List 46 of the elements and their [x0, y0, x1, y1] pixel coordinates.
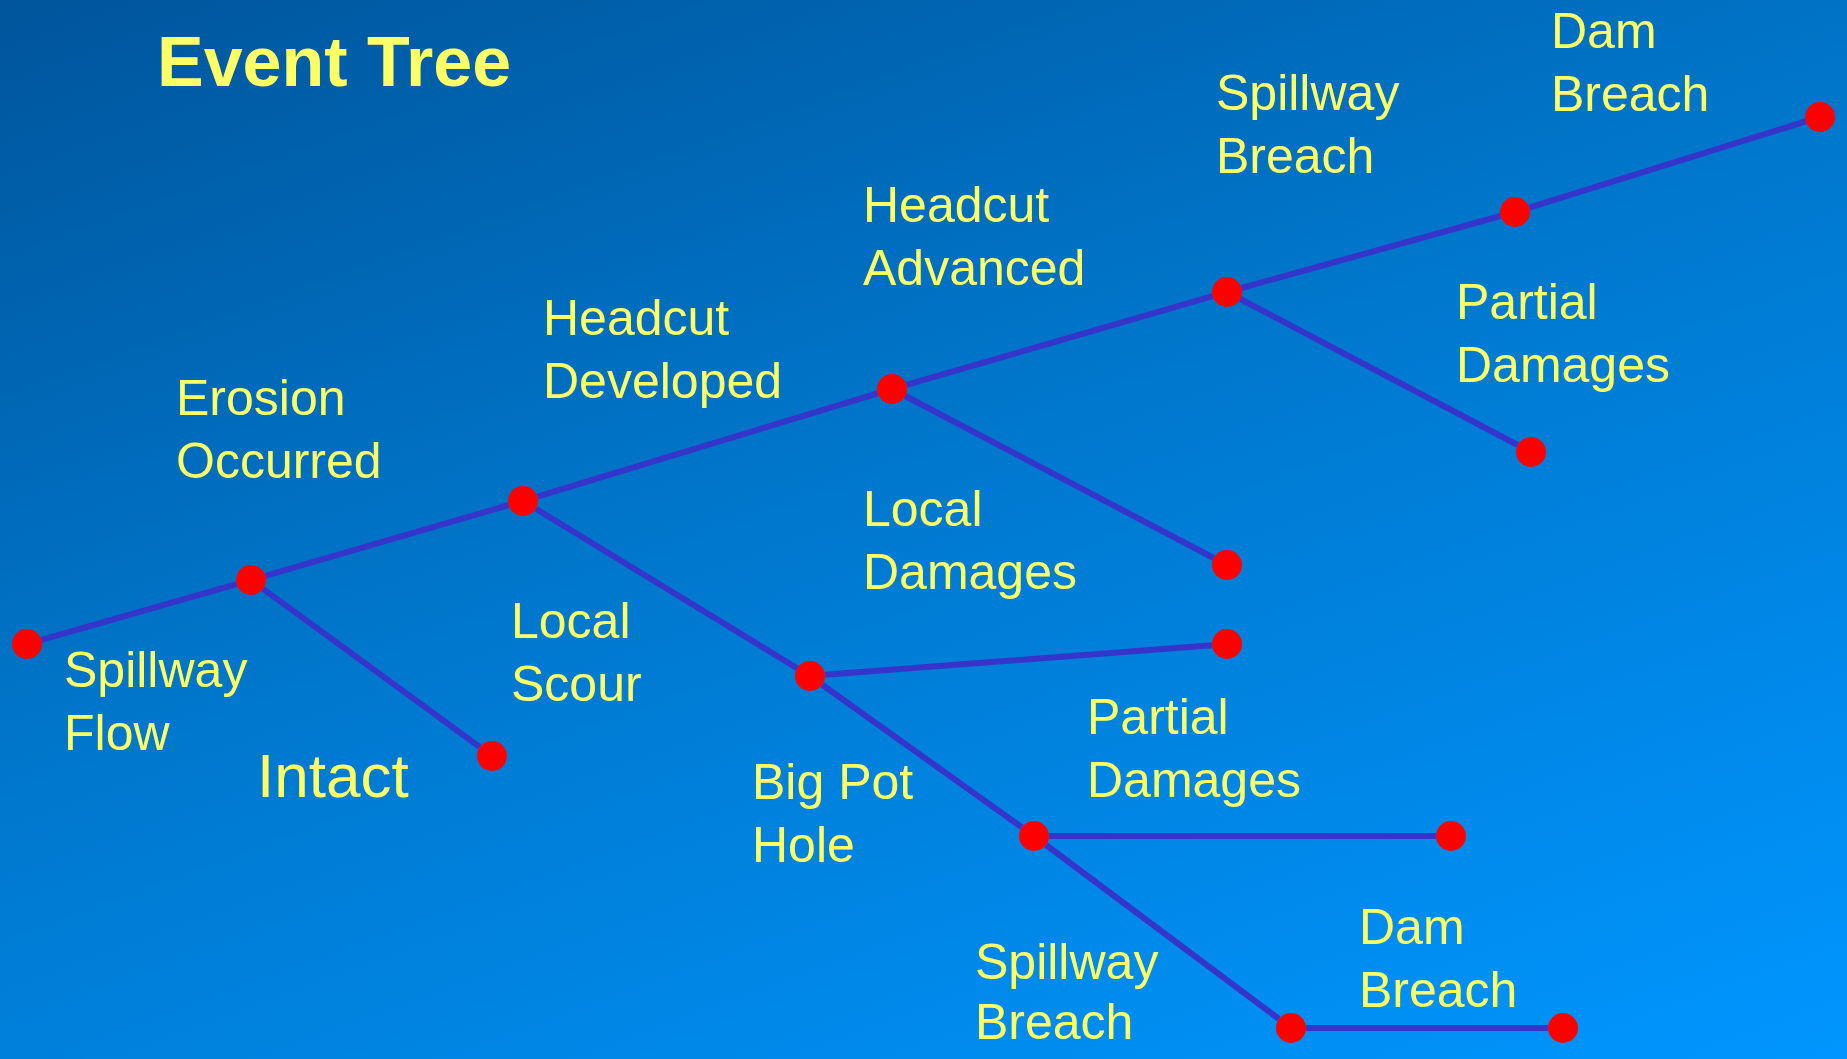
event-node	[1436, 821, 1466, 851]
event-node	[508, 486, 538, 516]
branch-line	[1528, 118, 1807, 211]
event-label: Dam Breach	[1551, 2, 1710, 124]
event-label: Local Damages	[863, 480, 1077, 602]
event-label: Big Pot Hole	[752, 753, 915, 875]
event-node	[1276, 1013, 1306, 1043]
event-label: Dam Breach	[1359, 898, 1518, 1020]
event-node	[1212, 550, 1242, 580]
event-node	[1805, 102, 1835, 132]
event-label: Erosion Occurred	[176, 369, 382, 491]
branch-line	[905, 293, 1214, 388]
event-node	[477, 741, 507, 771]
event-node	[12, 629, 42, 659]
branch-line	[261, 586, 482, 750]
event-label: Local Scour	[511, 592, 642, 714]
event-node	[795, 661, 825, 691]
event-label: Spillway Flow	[64, 641, 248, 763]
branch-line	[820, 682, 1024, 830]
event-node	[236, 565, 266, 595]
event-label: Intact	[257, 740, 409, 812]
event-node	[1019, 821, 1049, 851]
branch-line	[1049, 833, 1436, 839]
title: Event Tree	[157, 22, 512, 102]
branch-line	[40, 581, 238, 643]
event-label: Partial Damages	[1087, 688, 1301, 810]
branch-line	[1238, 296, 1520, 448]
branch-line	[903, 393, 1216, 561]
event-label: Spillway Breach	[975, 933, 1159, 1052]
event-node	[1500, 197, 1530, 227]
event-node	[1212, 629, 1242, 659]
branch-line	[1044, 842, 1281, 1022]
event-node	[877, 374, 907, 404]
event-node	[1212, 277, 1242, 307]
event-node	[1516, 437, 1546, 467]
branch-line	[1240, 213, 1502, 291]
event-label: Headcut Advanced	[863, 176, 1086, 298]
event-label: Partial Damages	[1456, 273, 1670, 395]
branch-line	[264, 502, 510, 579]
branch-line	[536, 390, 879, 500]
branch-line	[534, 506, 799, 671]
event-node	[1548, 1013, 1578, 1043]
branch-line	[1306, 1025, 1548, 1031]
event-label: Spillway Breach	[1216, 64, 1400, 186]
event-label: Headcut Developed	[543, 289, 783, 411]
branch-line	[824, 642, 1213, 678]
